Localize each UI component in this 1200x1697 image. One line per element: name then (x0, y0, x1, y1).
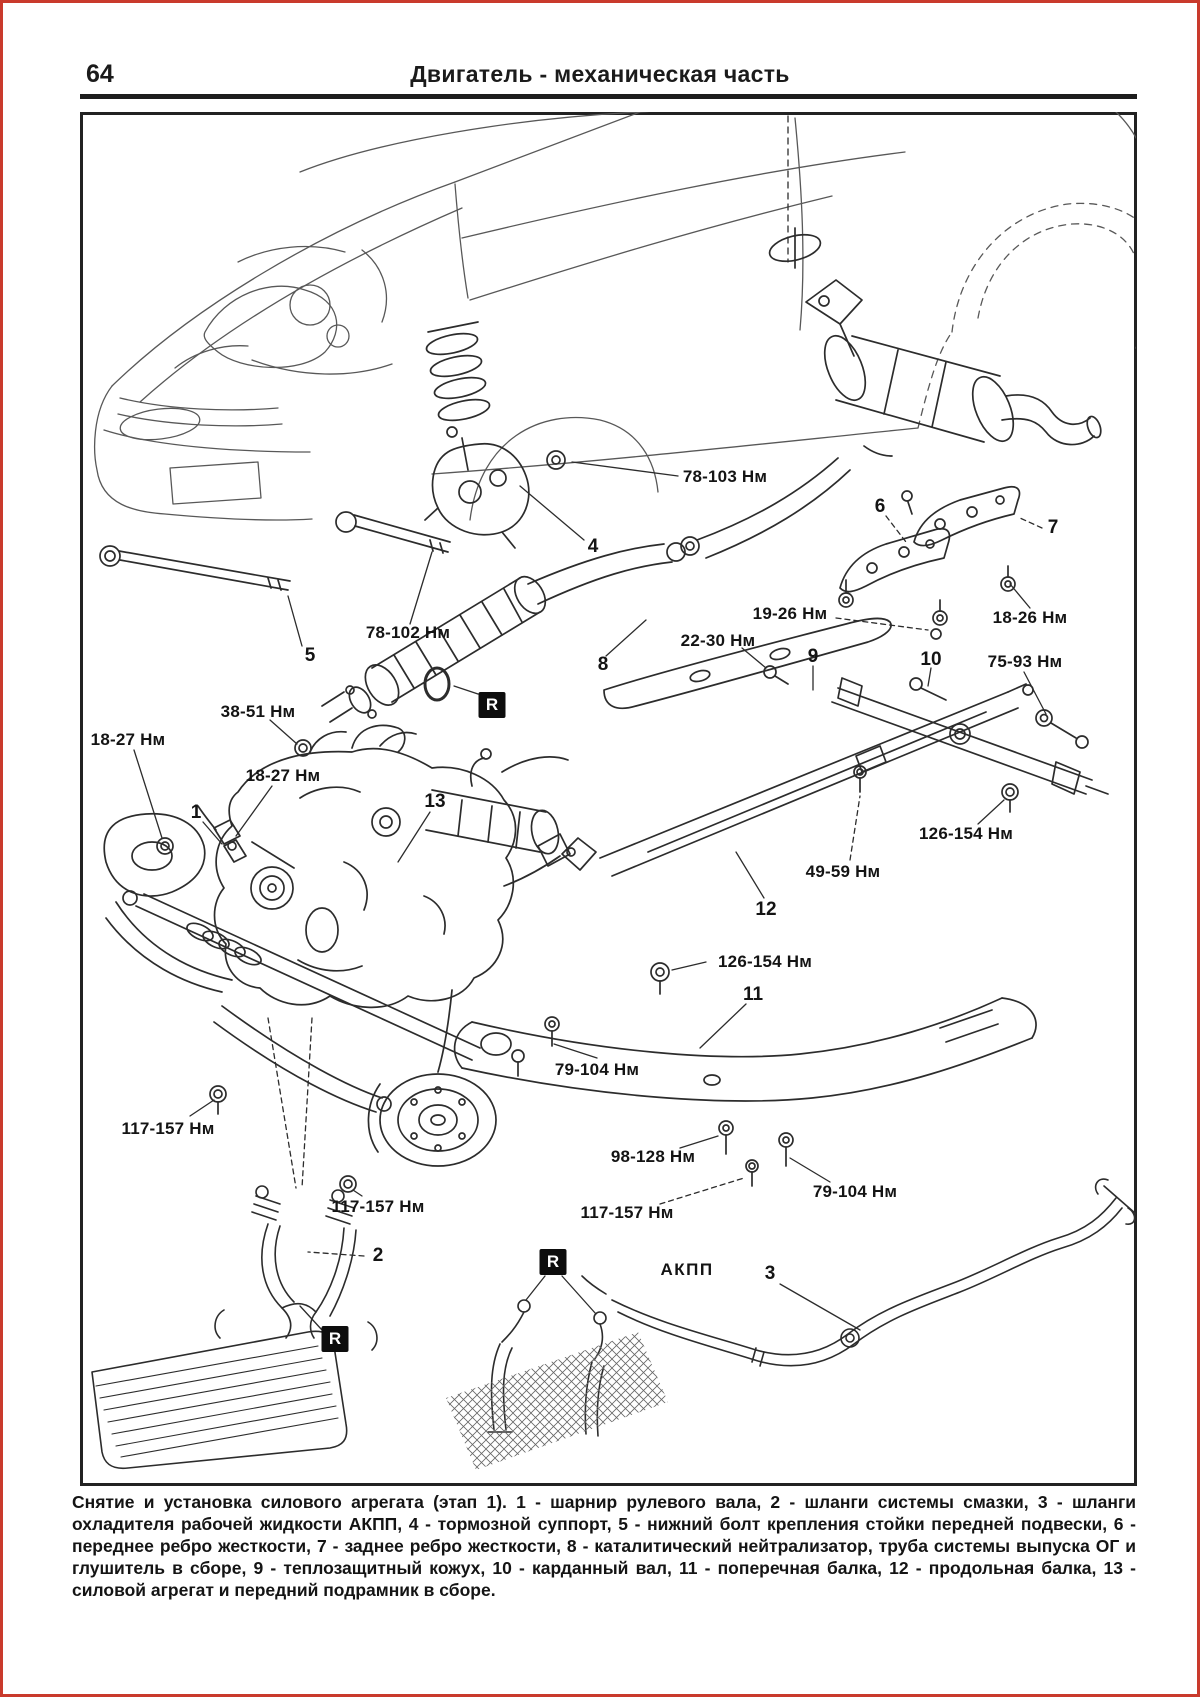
longitudinal-beam (503, 683, 1034, 995)
header-rule (80, 94, 1137, 99)
page-title: Двигатель - механическая часть (410, 61, 790, 87)
power-unit-assembly (103, 724, 569, 1193)
diagram-drawing (91, 112, 1136, 1470)
exhaust-system (321, 115, 1102, 723)
figure-caption: Снятие и установка силового агрегата (эт… (72, 1492, 1136, 1600)
driveshaft (831, 677, 1109, 813)
diagram-frame (80, 112, 1137, 1486)
cross-member (453, 997, 1037, 1187)
page-number: 64 (86, 60, 114, 88)
oil-cooler-and-hoses (91, 1185, 378, 1470)
strut-and-caliper (99, 321, 566, 591)
leader-lines (133, 461, 1047, 1331)
heat-shield (603, 617, 892, 710)
stiffening-ribs (763, 485, 1021, 685)
car-outline (94, 112, 1136, 521)
hatched-area (446, 1332, 668, 1470)
